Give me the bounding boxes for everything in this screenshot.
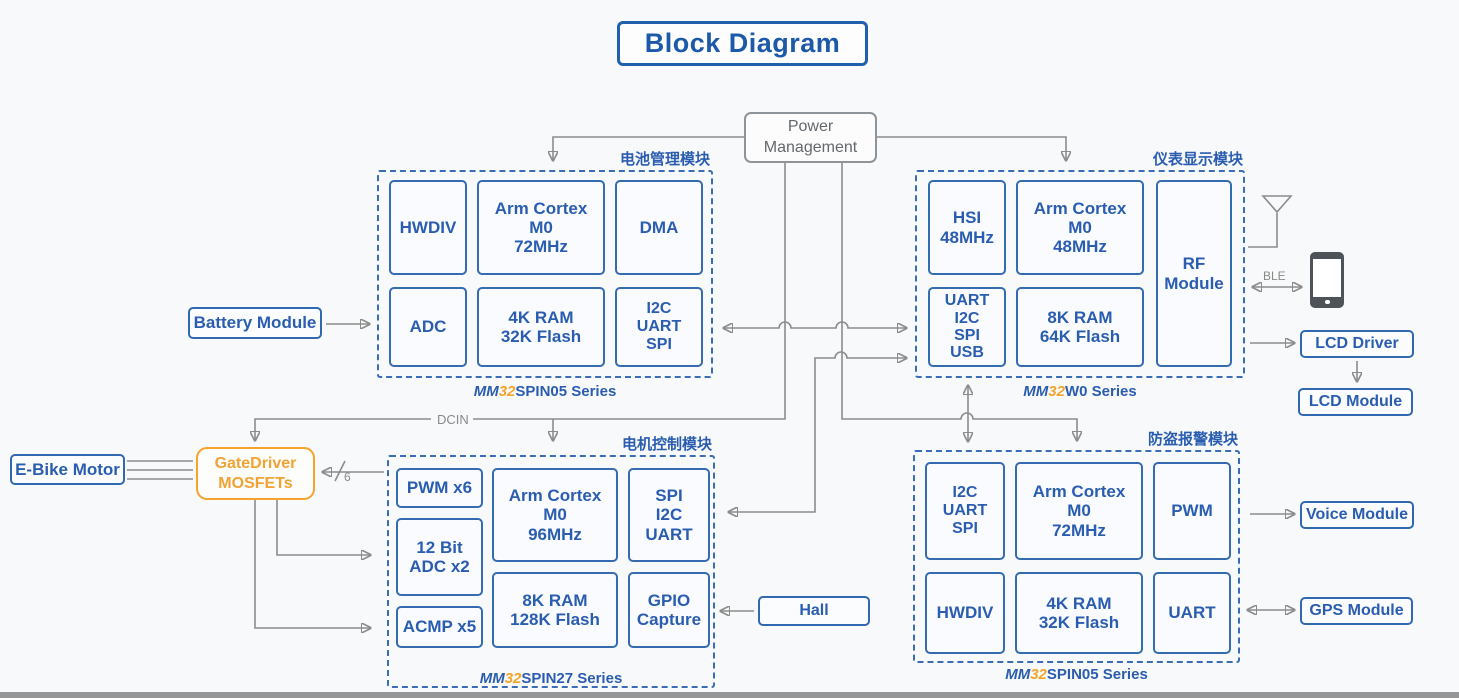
alarm-cell-hwdiv: HWDIV: [925, 572, 1005, 654]
lcd-module-box: LCD Module: [1298, 388, 1413, 416]
motor-cell-comm: SPI I2C UART: [628, 468, 710, 562]
series-num: 32: [1030, 666, 1047, 683]
alarm-cell-pwm: PWM: [1153, 462, 1231, 560]
dcin-label: DCIN: [437, 412, 469, 427]
series-rest: SPIN05 Series: [515, 383, 617, 400]
gatedriver-mosfets-box: GateDriver MOSFETs: [196, 447, 315, 500]
display-cell-rf: RF Module: [1156, 180, 1232, 367]
display-cell-memory: 8K RAM 64K Flash: [1016, 287, 1144, 367]
battery-series-label: MM32SPIN05 Series: [377, 383, 713, 400]
alarm-cell-memory: 4K RAM 32K Flash: [1015, 572, 1143, 654]
series-mm: MM: [1005, 666, 1031, 683]
lcd-driver-box: LCD Driver: [1300, 330, 1414, 358]
alarm-cell-cortex: Arm Cortex M0 72MHz: [1015, 462, 1143, 560]
motor-series-label: MM32SPIN27 Series: [387, 670, 715, 687]
motor-control-module: [387, 455, 715, 688]
battery-cell-memory: 4K RAM 32K Flash: [477, 287, 605, 367]
display-module-name: 仪表显示模块: [1152, 151, 1243, 168]
series-mm: MM: [479, 670, 505, 687]
battery-cell-dma: DMA: [615, 180, 703, 275]
hall-box: Hall: [758, 596, 870, 626]
display-series-label: MM32W0 Series: [915, 383, 1245, 400]
display-cell-hsi: HSI 48MHz: [928, 180, 1006, 275]
series-rest: SPIN05 Series: [1046, 666, 1148, 683]
display-cell-comm: UART I2C SPI USB: [928, 287, 1006, 367]
page-title: Block Diagram: [617, 21, 868, 66]
voice-module-box: Voice Module: [1300, 501, 1414, 529]
series-mm: MM: [1023, 383, 1049, 400]
battery-cell-comm: I2C UART SPI: [615, 287, 703, 367]
smartphone-icon: [1310, 252, 1344, 308]
series-num: 32: [504, 670, 522, 687]
power-management-box: Power Management: [744, 112, 877, 163]
phone-home-button: [1325, 300, 1330, 304]
motor-cell-adc: 12 Bit ADC x2: [396, 518, 483, 596]
battery-cell-adc: ADC: [389, 287, 467, 367]
gps-module-box: GPS Module: [1300, 597, 1413, 625]
ebike-motor-box: E-Bike Motor: [10, 454, 125, 485]
bottom-divider-bar: [0, 692, 1459, 698]
battery-management-module: [377, 170, 713, 378]
alarm-cell-uart: UART: [1153, 572, 1231, 654]
wire-rf-antenna: [1248, 213, 1278, 248]
alarm-module-name: 防盗报警模块: [1147, 431, 1238, 448]
wire-battery-display-bus: [724, 321, 906, 328]
alarm-cell-comm: I2C UART SPI: [925, 462, 1005, 560]
motor-cell-cortex: Arm Cortex M0 96MHz: [492, 468, 618, 562]
instrument-display-module: [915, 170, 1245, 378]
wire-gatedriver-to-acmp: [254, 500, 370, 628]
anti-theft-alarm-module: [913, 450, 1240, 663]
phone-screen: [1313, 259, 1341, 297]
motor-module-name: 电机控制模块: [621, 436, 712, 453]
wire-gatedriver-to-adc: [276, 500, 370, 555]
series-mm: MM: [473, 383, 499, 400]
motor-cell-memory: 8K RAM 128K Flash: [492, 572, 618, 648]
motor-cell-gpio: GPIO Capture: [628, 572, 710, 648]
motor-cell-acmp: ACMP x5: [396, 606, 483, 648]
ble-label: BLE: [1263, 269, 1286, 283]
series-rest: W0 Series: [1064, 383, 1137, 400]
wire-motor-display-bus: [729, 351, 906, 512]
series-rest: SPIN27 Series: [521, 670, 623, 687]
bus-width-label: 6: [344, 470, 351, 484]
motor-cell-pwm: PWM x6: [396, 468, 483, 508]
series-num: 32: [498, 383, 516, 400]
series-num: 32: [1048, 383, 1065, 400]
battery-module-box: Battery Module: [188, 307, 322, 339]
bus-width-slash: [334, 460, 346, 482]
alarm-series-label: MM32SPIN05 Series: [913, 666, 1240, 683]
antenna-icon: [1261, 195, 1293, 214]
battery-module-name: 电池管理模块: [619, 151, 710, 168]
display-cell-cortex: Arm Cortex M0 48MHz: [1016, 180, 1144, 275]
battery-cell-cortex: Arm Cortex M0 72MHz: [477, 180, 605, 275]
battery-cell-hwdiv: HWDIV: [389, 180, 467, 275]
